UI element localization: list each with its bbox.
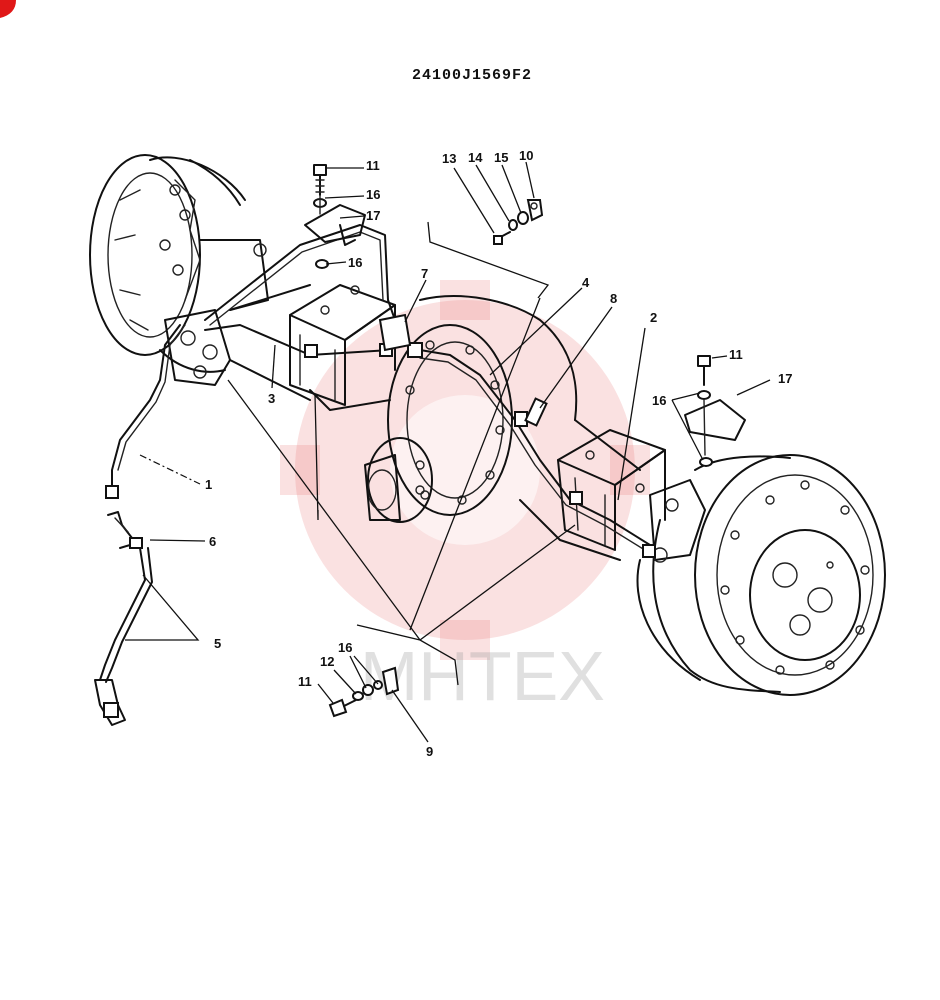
callout-6: 6 [209, 534, 216, 549]
callout-16-right: 16 [652, 393, 666, 408]
callout-13: 13 [442, 151, 456, 166]
drawing-number: 24100J1569F2 [412, 67, 532, 84]
callout-12: 12 [320, 654, 334, 669]
axle-housing [229, 284, 641, 561]
right-hardware [684, 355, 746, 467]
leader-lines [125, 161, 771, 743]
callout-11-right: 11 [729, 347, 743, 362]
callout-7: 7 [421, 266, 428, 281]
callouts: 1 2 3 4 5 6 7 8 9 10 11 11 11 12 13 14 1… [205, 148, 792, 759]
callout-2: 2 [650, 310, 657, 325]
callout-16-mid: 16 [348, 255, 362, 270]
callout-8: 8 [610, 291, 617, 306]
callout-3: 3 [268, 391, 275, 406]
left-mount-pad [289, 284, 396, 406]
pipe-1-fitting [105, 485, 119, 499]
callout-16-bottom: 16 [338, 640, 352, 655]
callout-10: 10 [519, 148, 533, 163]
callout-15: 15 [494, 150, 508, 165]
right-mount-pad [557, 429, 666, 551]
callout-5: 5 [214, 636, 221, 651]
group-brackets [227, 221, 576, 686]
left-caliper [164, 309, 231, 386]
brake-pipes [105, 224, 656, 558]
top-hardware [304, 164, 366, 269]
callout-9: 9 [426, 744, 433, 759]
corner-mark [0, 0, 16, 18]
hardware-group-top-right [493, 199, 544, 245]
right-wheel-hub [636, 454, 886, 696]
left-wheel-hub [89, 154, 269, 373]
callout-17-right: 17 [778, 371, 792, 386]
callout-14: 14 [468, 150, 483, 165]
callout-1: 1 [205, 477, 212, 492]
brake-hose-assembly [94, 511, 153, 726]
callout-16-top: 16 [366, 187, 380, 202]
callout-17-top: 17 [366, 208, 380, 223]
callout-11-bottom: 11 [298, 674, 312, 689]
watermark-gear [280, 280, 650, 660]
bottom-hardware [328, 666, 400, 718]
callout-4: 4 [582, 275, 590, 290]
callout-11-top: 11 [366, 158, 380, 173]
